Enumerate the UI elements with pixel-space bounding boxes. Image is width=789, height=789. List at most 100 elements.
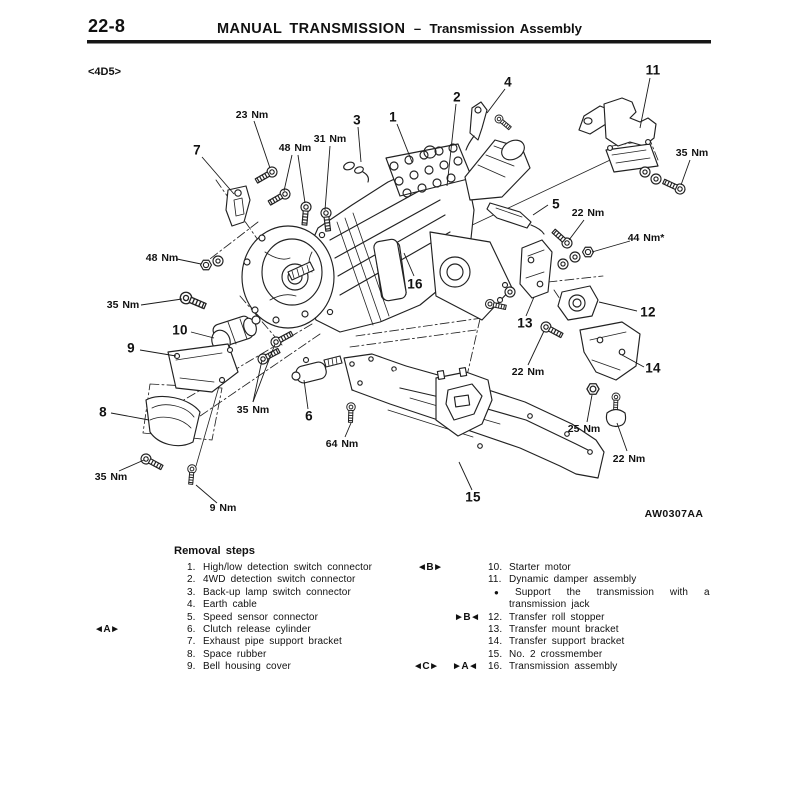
- step-number: 1.: [187, 562, 196, 573]
- removal-step-right-item-5: 13.Transfer mount bracket: [488, 624, 720, 636]
- leader-line: [403, 252, 415, 277]
- callout-5: 5: [552, 196, 560, 212]
- callout-4: 4: [504, 74, 512, 90]
- step-number: 2.: [187, 574, 196, 586]
- leader-line: [139, 349, 177, 357]
- step-label: No. 2 crossmember: [509, 648, 603, 660]
- torque-label: 22 Nm: [571, 207, 605, 219]
- step-number: 8.: [187, 648, 196, 660]
- part-earth-cable: [465, 101, 488, 151]
- leader-line: [324, 145, 331, 211]
- part-speed-sensor-connector: [486, 202, 545, 235]
- part-crossmember: [343, 353, 605, 479]
- leader-line: [252, 343, 276, 403]
- leader-line: [396, 123, 413, 163]
- step-number: 9.: [187, 661, 196, 673]
- part-backup-lamp-connector: [343, 161, 370, 183]
- part-dynamic-damper: [578, 97, 659, 173]
- leader-line: [621, 354, 645, 368]
- leader-line: [195, 484, 218, 504]
- part-side-cover: [373, 238, 407, 302]
- torque-label: 48 Nm: [145, 252, 179, 264]
- removal-steps-right-column: 10. Starter motor 11. Dynamic damper assemb…: [488, 562, 720, 674]
- damper-position-line: [467, 152, 626, 228]
- part-space-rubber: [145, 395, 201, 447]
- step-number: 10.: [488, 562, 503, 573]
- callout-13: 13: [517, 315, 533, 331]
- title-dash: –: [413, 21, 422, 36]
- part-transfer-roll-stopper: [557, 285, 599, 321]
- step-label: Speed sensor connector: [203, 611, 319, 623]
- step-label: Dynamic damper assembly: [509, 574, 637, 586]
- removal-step-right-item-2: 11. Dynamic damper assembly: [488, 574, 720, 586]
- leader-line: [344, 422, 352, 438]
- torque-label: 35 Nm: [94, 471, 128, 483]
- step-label: Bell housing cover: [203, 661, 291, 673]
- step-label: Earth cable: [203, 599, 257, 611]
- bullet-icon: ●: [494, 587, 499, 597]
- part-exhaust-bracket: [225, 185, 251, 227]
- callout-15: 15: [465, 489, 481, 505]
- step-number: 13.: [488, 624, 503, 636]
- removal-step-right-item-3-cont: transmission jack: [488, 599, 720, 611]
- step-number: 11.: [488, 574, 502, 586]
- part-bell-housing: [241, 225, 335, 329]
- callout-14: 14: [645, 360, 661, 376]
- chapter-title: MANUAL TRANSMISSION: [216, 21, 406, 37]
- leader-line: [568, 219, 585, 241]
- removal-step-left-item-6: 6. Clutch release cylinder: [174, 624, 474, 636]
- torque-label: 35 Nm: [675, 147, 709, 159]
- leader-line: [357, 126, 362, 163]
- torque-label: 35 Nm: [236, 404, 270, 416]
- leader-line: [252, 359, 263, 403]
- part-bell-housing-cover: [167, 343, 239, 393]
- step-label: Clutch release cylinder: [203, 624, 311, 636]
- cover-bolt-line: [195, 382, 221, 467]
- removal-step-right-item-4: 12.Transfer roll stopper: [488, 612, 720, 624]
- callout-2: 2: [453, 89, 461, 105]
- step-label: transmission jack: [509, 599, 590, 611]
- part-transfer-mount-bracket: [519, 239, 553, 299]
- rubber-bushing: [605, 408, 627, 428]
- marker-A: ◄A►: [94, 624, 120, 635]
- removal-step-left-item-3: 3.Back-up lamp switch connector: [174, 587, 474, 599]
- removal-step-left-item-8: 8.Space rubber: [174, 649, 474, 661]
- fasteners: [138, 112, 688, 486]
- torque-label: 48 Nm: [278, 142, 312, 154]
- torque-label: 44 Nm*: [627, 232, 665, 244]
- leader-line: [190, 331, 215, 339]
- torque-label: 64 Nm: [325, 438, 359, 450]
- leader-line: [297, 154, 306, 204]
- leader-line: [616, 422, 628, 452]
- removal-step-right-item-7: 15.No. 2 crossmember: [488, 649, 720, 661]
- leader-line: [283, 154, 293, 192]
- removal-step-right-item-8: 16.Transmission assembly: [488, 661, 720, 673]
- part-top-cover: [385, 143, 473, 198]
- step-number: 4.: [187, 599, 196, 611]
- removal-step-left-item-5: 5.Speed sensor connector: [174, 612, 474, 624]
- leader-line: [253, 120, 271, 169]
- torque-label: 31 Nm: [313, 133, 347, 145]
- part-output-snout: [464, 139, 531, 201]
- step-label: Starter motor: [509, 562, 571, 573]
- callout-1: 1: [389, 109, 397, 125]
- leader-line: [591, 240, 631, 253]
- callout-12: 12: [640, 304, 656, 320]
- leader-line: [176, 258, 202, 265]
- callout-8: 8: [99, 404, 107, 420]
- removal-step-left-item-1: 1.High/low detection switch connector: [174, 562, 474, 574]
- removal-step-left-item-7: 7.Exhaust pipe support bracket: [174, 636, 474, 648]
- model-code: <4D5>: [88, 66, 122, 78]
- removal-steps-heading: Removal steps: [174, 545, 255, 557]
- removal-step-right-item-6: 14. Transfer support bracket: [488, 636, 720, 648]
- step-label: Transfer support bracket: [509, 636, 625, 648]
- step-number: 14.: [488, 636, 503, 648]
- step-number: 6.: [187, 624, 196, 636]
- step-number: 16.: [488, 661, 503, 673]
- torque-label: 9 Nm: [209, 502, 237, 514]
- page-number: 22-8: [88, 16, 126, 36]
- leader-line: [586, 394, 593, 423]
- removal-step-right-item-1: 10. Starter motor: [488, 562, 720, 574]
- torque-label: 23 Nm: [235, 109, 269, 121]
- page-title: MANUAL TRANSMISSION – Transmission Assem…: [88, 20, 711, 38]
